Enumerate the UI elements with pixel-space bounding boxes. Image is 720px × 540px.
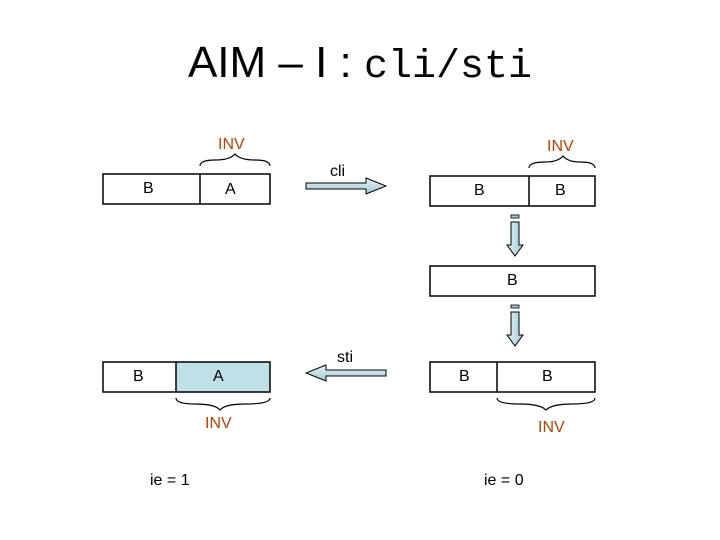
down-arrow-2-icon: [506, 304, 524, 347]
ie-equals-0-label: ie = 0: [484, 472, 524, 489]
inv-label-bottom-right: INV: [538, 419, 565, 436]
top-left-box: [102, 173, 271, 205]
inv-label-top-right: INV: [547, 138, 574, 155]
bottom-right-brace: [496, 397, 596, 411]
bottom-right-state: [429, 361, 596, 411]
top-right-brace: [528, 155, 596, 169]
ie-equals-1-label: ie = 1: [150, 472, 190, 489]
bottom-right-b2-label: B: [542, 368, 553, 385]
title-code: cli/sti: [364, 45, 533, 90]
slide-title: AIM – I : cli/sti: [0, 38, 720, 90]
bottom-left-brace: [175, 397, 271, 411]
top-right-box: [429, 175, 596, 207]
bottom-left-a-label: A: [213, 368, 224, 385]
cli-arrow-icon: [305, 177, 388, 195]
top-right-b2-label: B: [555, 182, 566, 199]
bottom-left-highlight: [176, 362, 270, 392]
inv-label-bottom-left: INV: [205, 415, 232, 432]
title-prefix: AIM – I :: [187, 38, 364, 87]
down-arrow-1-icon: [506, 214, 524, 257]
bottom-left-state: [102, 361, 271, 411]
bottom-right-box: [429, 361, 596, 393]
sti-label: sti: [337, 349, 353, 366]
middle-right-b-label: B: [507, 272, 518, 289]
cli-label: cli: [330, 163, 346, 180]
top-left-state: [102, 153, 271, 205]
middle-right-box: [429, 265, 596, 297]
top-left-brace: [199, 153, 271, 167]
top-right-state: [429, 155, 596, 207]
bottom-right-b1-label: B: [459, 368, 470, 385]
bottom-left-b-label: B: [133, 368, 144, 385]
top-left-a-label: A: [225, 181, 236, 198]
inv-label-top-left: INV: [218, 136, 245, 153]
sti-arrow-icon: [304, 364, 387, 382]
bottom-left-box: [102, 361, 271, 393]
top-left-b-label: B: [143, 180, 154, 197]
top-right-b1-label: B: [474, 182, 485, 199]
